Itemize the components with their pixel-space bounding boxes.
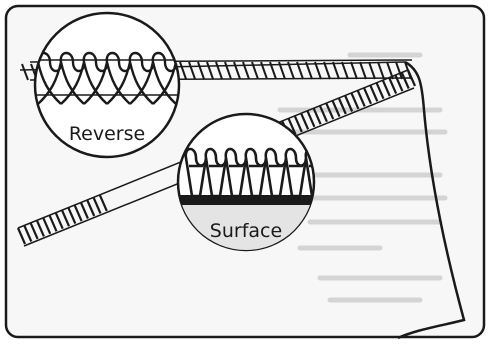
surface-label: Surface: [210, 220, 282, 242]
reverse-label: Reverse: [69, 123, 145, 145]
